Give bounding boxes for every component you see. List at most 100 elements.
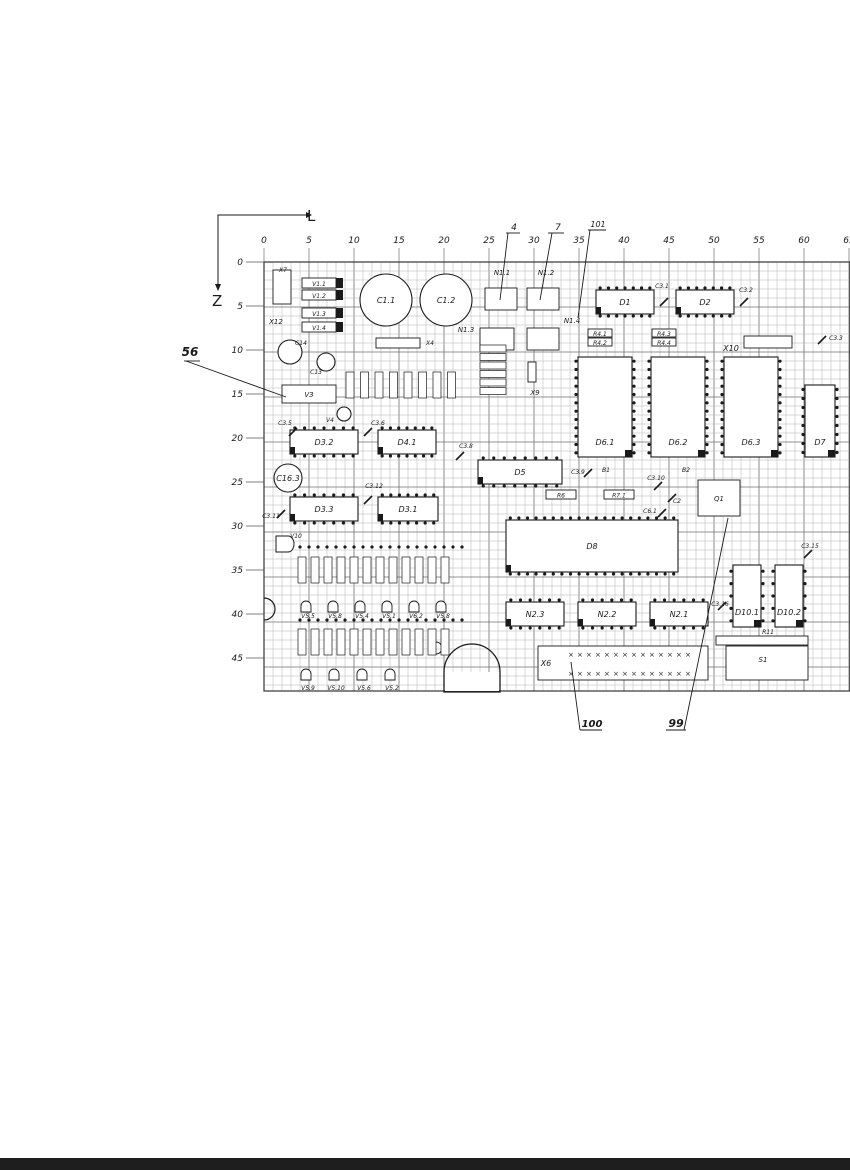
ic-n1-2-label: N1.2 — [538, 269, 555, 277]
resistor-r7-1 — [603, 489, 635, 500]
ic-d10-2 — [774, 564, 804, 628]
ic-d1-label: D1 — [619, 298, 630, 307]
transistor-v14-label: V1.4 — [312, 325, 326, 332]
capacitor-c2 — [667, 493, 677, 503]
svg-text:×: × — [649, 670, 655, 678]
capacitor-c16-3 — [273, 463, 303, 493]
capacitor-c312 — [363, 495, 373, 505]
capacitor-c61-label: C6.1 — [643, 508, 657, 515]
callout-c100: 100 — [582, 719, 603, 730]
resistor-r4-4 — [651, 337, 677, 347]
callout-c4: 4 — [511, 223, 517, 233]
transistor-v13-label: V1.3 — [312, 311, 326, 318]
led-label: V6.2 — [409, 613, 423, 620]
resistor-r7-1-label: R7.1 — [612, 493, 626, 500]
led-label: V5.5 — [301, 613, 315, 620]
ic-d6-2 — [650, 356, 706, 458]
resistor-r4-1 — [587, 328, 613, 338]
capacitor-c311 — [276, 509, 286, 519]
y-scale-tick-label: 30 — [232, 522, 244, 532]
ic-d5-label: D5 — [514, 468, 525, 477]
capacitor-c38-label: C3.8 — [459, 443, 473, 450]
transistor-v4-label: V4 — [326, 417, 334, 424]
y-scale-tick-label: 45 — [232, 654, 244, 664]
y-scale-tick-label: 10 — [232, 346, 244, 356]
x-scale-tick-label: 45 — [663, 236, 675, 246]
svg-text:×: × — [613, 670, 619, 678]
ic-d8-label: D8 — [586, 542, 597, 551]
capacitor-c310 — [653, 481, 663, 491]
capacitor-c36-label: C3.6 — [371, 420, 385, 427]
ic-d2-label: D2 — [699, 298, 710, 307]
led-label: V5.2 — [385, 685, 399, 692]
y-scale-tick-label: 40 — [232, 610, 244, 620]
resistor-r4-3 — [651, 328, 677, 338]
svg-text:×: × — [586, 670, 592, 678]
svg-text:×: × — [613, 651, 619, 659]
transistor-v10 — [275, 535, 295, 553]
connector-x7-label: X7 — [278, 267, 287, 274]
capacitor-c1-2 — [419, 273, 473, 327]
connector-x4-label: X4 — [425, 340, 434, 347]
x-scale-tick-label: 40 — [618, 236, 630, 246]
coordinate-reference-arrows: L Z — [212, 207, 316, 310]
capacitor-c316 — [717, 601, 727, 611]
y-scale-tick-label: 15 — [232, 390, 244, 400]
connector-x6-label: X6 — [540, 659, 552, 668]
ic-d10-1-label: D10.1 — [735, 608, 759, 617]
ic-d10-2-label: D10.2 — [777, 608, 801, 617]
svg-text:×: × — [631, 651, 637, 659]
capacitor-c61 — [657, 508, 667, 518]
ic-d3-1 — [377, 496, 439, 522]
svg-text:×: × — [685, 670, 691, 678]
capacitor-c315 — [803, 549, 813, 559]
ic-n1-4-label: N1.4 — [564, 317, 580, 325]
y-scale-tick-label: 20 — [232, 434, 244, 444]
resistor-r4-3-label: R4.3 — [657, 331, 671, 338]
svg-text:×: × — [685, 651, 691, 659]
ic-d6-2-label: D6.2 — [669, 438, 688, 447]
x-scale-tick-label: 0 — [261, 236, 267, 246]
svg-text:×: × — [622, 670, 628, 678]
led-body — [356, 668, 368, 681]
transistor-v3 — [281, 384, 337, 404]
callout-c99: 99 — [668, 717, 684, 730]
svg-text:×: × — [568, 670, 574, 678]
ic-n1-4 — [526, 327, 560, 351]
capacitor-c316-label: C3.16 — [711, 601, 729, 608]
svg-text:×: × — [595, 651, 601, 659]
transistor-v3-label: V3 — [304, 391, 313, 399]
board-edge-cutout-bottom — [443, 643, 501, 693]
ic-d1 — [595, 289, 655, 315]
callout-leaders — [184, 229, 729, 731]
capacitor-c31-label: C3.1 — [655, 283, 669, 290]
svg-text:×: × — [667, 651, 673, 659]
x-scale-tick-label: 20 — [438, 236, 450, 246]
led-body — [381, 600, 393, 613]
capacitor-c1-1-label: C1.1 — [377, 296, 395, 305]
capacitor-c312-label: C3.12 — [365, 483, 383, 490]
connector-x4-body — [375, 337, 421, 349]
ic-n1-3-label: N1.3 — [458, 326, 474, 334]
capacitor-c311-label: C3.11 — [262, 513, 280, 520]
crystal-q1-label: Q1 — [714, 495, 724, 503]
ic-n2-2-label: N2.2 — [598, 610, 617, 619]
led-label: V5.10 — [327, 685, 345, 692]
transistor-v4-body — [336, 406, 352, 422]
resistor-r4-4-label: R4.4 — [657, 340, 671, 347]
led-label: V5.1 — [382, 613, 396, 620]
connector-x7-body — [272, 269, 292, 305]
connector-x9-label: X9 — [529, 389, 540, 397]
capacitor-c310-label: C3.10 — [647, 475, 665, 482]
svg-text:×: × — [649, 651, 655, 659]
ic-d3-2-label: D3.2 — [315, 438, 334, 447]
resistor-r11-label: R11 — [762, 629, 774, 636]
capacitor-c33-label: C3.3 — [829, 335, 843, 342]
ic-d5 — [477, 459, 563, 485]
svg-text:×: × — [640, 651, 646, 659]
led-label: V5.8 — [436, 613, 450, 620]
ic-d3-3-label: D3.3 — [315, 505, 334, 514]
svg-text:×: × — [577, 670, 583, 678]
transistor-v10-label: V10 — [290, 533, 302, 540]
ic-n1-1-label: N1.1 — [494, 269, 510, 277]
